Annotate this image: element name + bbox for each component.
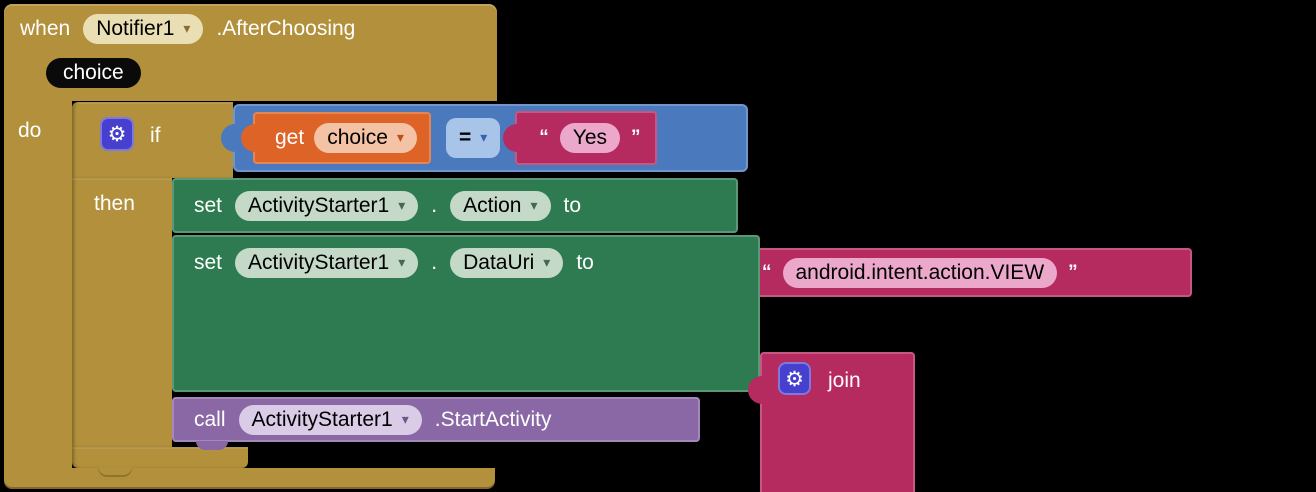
chevron-down-icon: ▾ [530, 197, 538, 214]
string-value: android.intent.action.VIEW [782, 257, 1058, 288]
if-label: if [150, 124, 161, 147]
to-label: to [563, 193, 582, 217]
text-string-block[interactable]: “ android.intent.action.VIEW ” [740, 248, 1192, 297]
if-block-bottom [72, 447, 248, 477]
chevron-down-icon: ▾ [480, 130, 488, 146]
set-label: set [194, 250, 223, 274]
property-dropdown[interactable]: DataUri ▾ [450, 247, 564, 278]
to-label: to [576, 250, 594, 274]
close-quote: ” [631, 127, 641, 148]
set-label: set [194, 193, 223, 217]
call-method-block[interactable]: call ActivityStarter1 ▾ .StartActivity [172, 397, 700, 450]
set-action-block[interactable]: set ActivityStarter1 ▾ . Action ▾ to [172, 178, 738, 233]
get-label: get [275, 126, 305, 149]
text-string-block[interactable]: “ Yes ” [515, 111, 657, 165]
when-block-bottom [4, 468, 495, 489]
property-dropdown[interactable]: Action ▾ [450, 190, 551, 221]
join-label: join [828, 369, 861, 392]
open-quote: “ [762, 261, 772, 283]
chevron-down-icon: ▾ [401, 411, 409, 428]
chevron-down-icon: ▾ [398, 197, 406, 214]
event-name: .AfterChoosing [216, 17, 356, 40]
if-block-then-wall: then [72, 178, 172, 447]
do-label: do [18, 119, 42, 142]
dot-separator: . [431, 250, 438, 274]
get-variable-block[interactable]: get choice ▾ [253, 112, 431, 164]
join-text-block[interactable]: ⚙ join [748, 352, 915, 492]
variable-dropdown[interactable]: choice ▾ [314, 123, 417, 153]
chevron-down-icon: ▾ [398, 254, 406, 271]
operator-dropdown[interactable]: = ▾ [445, 118, 501, 158]
when-keyword: when [20, 17, 71, 40]
component-dropdown[interactable]: ActivityStarter1 ▾ [238, 404, 422, 435]
component-dropdown[interactable]: Notifier1 ▾ [83, 14, 204, 44]
dot-separator: . [431, 193, 438, 217]
when-block-body [4, 100, 72, 468]
component-dropdown[interactable]: ActivityStarter1 ▾ [235, 247, 419, 278]
open-quote: “ [539, 127, 549, 148]
method-name: .StartActivity [434, 407, 552, 431]
close-quote: ” [1068, 261, 1078, 283]
mutator-gear-icon[interactable]: ⚙ [100, 117, 134, 151]
equals-comparison-block[interactable]: get choice ▾ = ▾ “ Yes ” [233, 104, 748, 172]
mutator-gear-icon[interactable]: ⚙ [778, 362, 811, 395]
chevron-down-icon: ▾ [183, 21, 191, 37]
call-label: call [194, 407, 226, 431]
if-control-block[interactable]: ⚙ if [72, 102, 233, 178]
then-label: then [94, 192, 135, 215]
chevron-down-icon: ▾ [543, 254, 551, 271]
string-value: Yes [559, 123, 620, 153]
event-param-choice[interactable]: choice [46, 58, 141, 88]
chevron-down-icon: ▾ [396, 130, 404, 146]
set-datauri-block[interactable]: set ActivityStarter1 ▾ . DataUri ▾ to [172, 235, 760, 392]
component-dropdown[interactable]: ActivityStarter1 ▾ [235, 190, 419, 221]
